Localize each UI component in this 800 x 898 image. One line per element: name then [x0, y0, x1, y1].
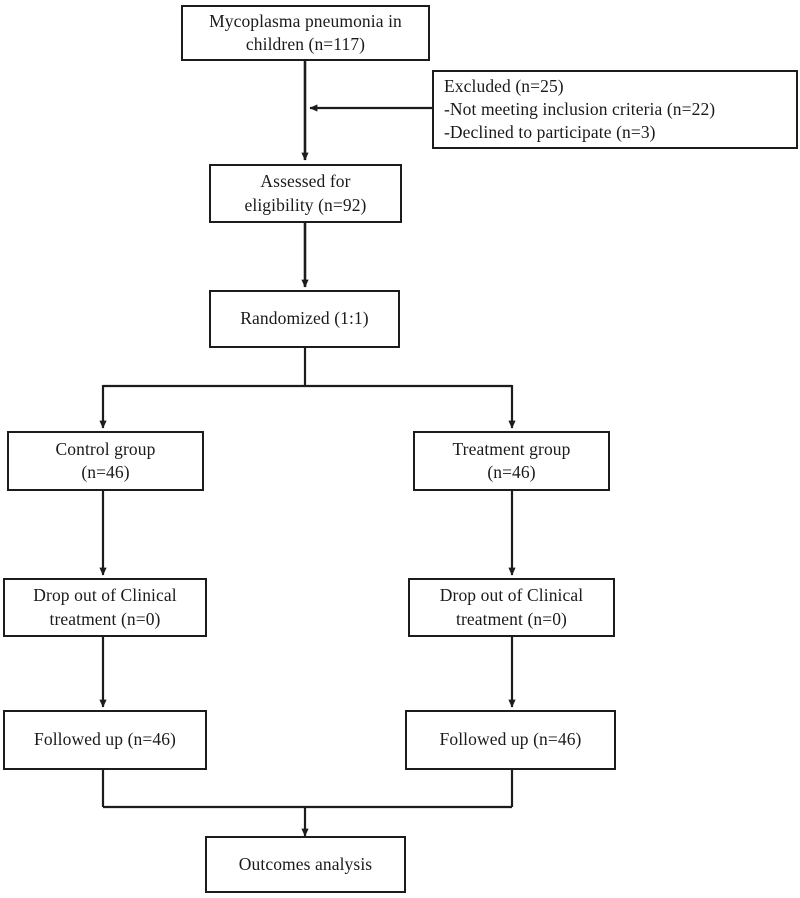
node-excluded: Excluded (n=25) -Not meeting inclusion c… [432, 70, 798, 149]
node-outcomes-analysis-label: Outcomes analysis [238, 853, 373, 874]
node-control-group-label: Control group (n=46) [55, 438, 156, 482]
node-control-group: Control group (n=46) [7, 431, 204, 491]
node-enrollment-label: Mycoplasma pneumonia in children (n=117) [209, 10, 402, 54]
node-treatment-dropout: Drop out of Clinical treatment (n=0) [408, 578, 615, 637]
node-treatment-dropout-label: Drop out of Clinical treatment (n=0) [439, 585, 584, 629]
node-randomized: Randomized (1:1) [209, 290, 400, 348]
node-control-dropout: Drop out of Clinical treatment (n=0) [3, 578, 207, 637]
node-assessed-label: Assessed for eligibility (n=92) [244, 171, 367, 215]
node-control-dropout-label: Drop out of Clinical treatment (n=0) [33, 585, 177, 629]
node-excluded-label: Excluded (n=25) -Not meeting inclusion c… [444, 75, 716, 143]
node-control-followup-label: Followed up (n=46) [34, 729, 176, 750]
node-enrollment: Mycoplasma pneumonia in children (n=117) [181, 5, 430, 61]
node-outcomes-analysis: Outcomes analysis [205, 836, 406, 893]
node-treatment-followup-label: Followed up (n=46) [439, 729, 582, 750]
node-assessed-for-eligibility: Assessed for eligibility (n=92) [209, 164, 402, 223]
node-treatment-followup: Followed up (n=46) [405, 710, 616, 770]
node-treatment-group-label: Treatment group (n=46) [452, 438, 571, 482]
node-control-followup: Followed up (n=46) [3, 710, 207, 770]
node-treatment-group: Treatment group (n=46) [413, 431, 610, 491]
node-randomized-label: Randomized (1:1) [240, 308, 369, 329]
